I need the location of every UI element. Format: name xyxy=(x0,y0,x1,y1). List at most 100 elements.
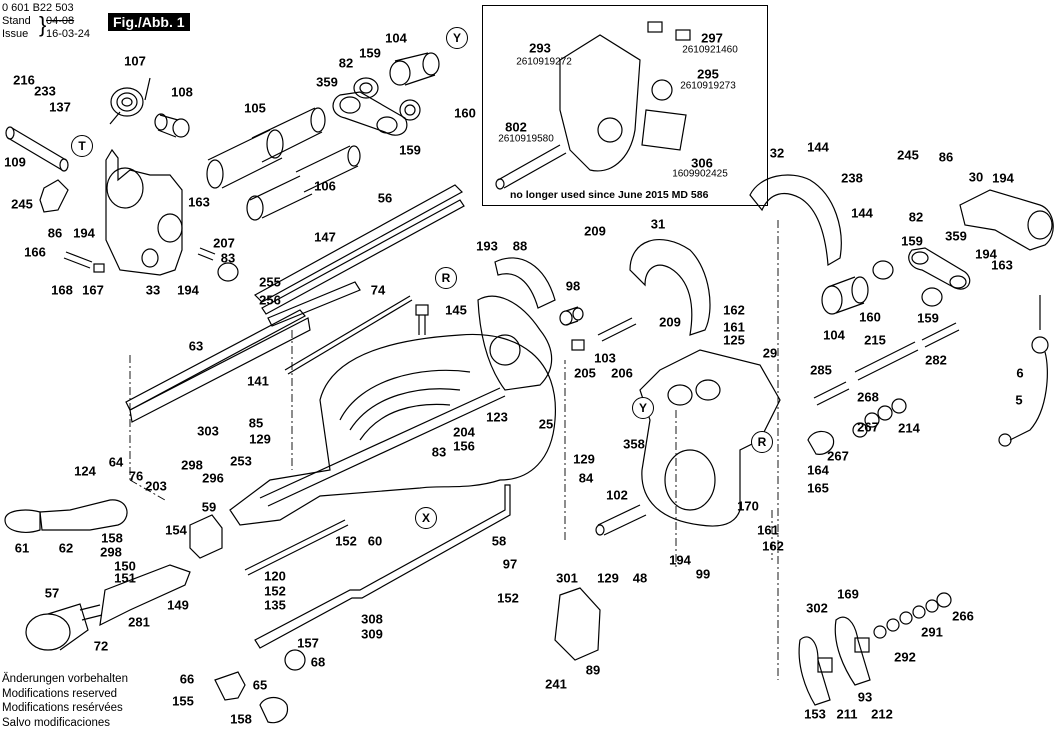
inset-ref: 295 xyxy=(697,68,719,81)
part-label: 165 xyxy=(807,482,829,495)
part-label: 253 xyxy=(230,455,252,468)
part-label: 245 xyxy=(897,149,919,162)
notice-line-es: Salvo modificaciones xyxy=(2,716,128,730)
part-label: 103 xyxy=(594,352,616,365)
part-bladeguard-cover xyxy=(478,296,552,390)
part-bolt-145 xyxy=(416,305,428,335)
part-label: 216 xyxy=(13,74,35,87)
part-label: 308 xyxy=(361,613,383,626)
part-label: 83 xyxy=(432,446,446,459)
part-label: 214 xyxy=(898,422,920,435)
part-label: 267 xyxy=(827,450,849,463)
part-label: 5 xyxy=(1015,394,1022,407)
modification-notice: Änderungen vorbehalten Modifications res… xyxy=(2,672,128,730)
part-label: 215 xyxy=(864,334,886,347)
part-label: 282 xyxy=(925,354,947,367)
part-label: 281 xyxy=(128,616,150,629)
part-label: 158 xyxy=(230,713,252,726)
part-label: 129 xyxy=(573,453,595,466)
part-guard-88 xyxy=(495,258,555,308)
part-label: 162 xyxy=(762,540,784,553)
part-label: 123 xyxy=(486,411,508,424)
part-knob-57 xyxy=(26,604,102,650)
part-label: 74 xyxy=(371,284,385,297)
inset-part-number: 2610919272 xyxy=(516,57,572,68)
figure-label: Fig./Abb. 1 xyxy=(108,13,190,31)
ref-marker-y: Y xyxy=(446,27,468,49)
part-label: 82 xyxy=(909,211,923,224)
part-label: 107 xyxy=(124,55,146,68)
part-label: 33 xyxy=(146,284,160,297)
part-spring-167 xyxy=(94,264,104,272)
part-label: 291 xyxy=(921,626,943,639)
ref-marker-r: R xyxy=(751,431,773,453)
part-label: 206 xyxy=(611,367,633,380)
inset-ref: 293 xyxy=(529,42,551,55)
part-label: 155 xyxy=(172,695,194,708)
part-bushing-98 xyxy=(560,307,583,325)
part-sleeve-104-left xyxy=(390,53,439,85)
part-label: 106 xyxy=(314,180,336,193)
part-knob-65 xyxy=(260,698,287,723)
part-rod-135 xyxy=(245,520,348,575)
part-label: 104 xyxy=(823,329,845,342)
part-label: 129 xyxy=(249,433,271,446)
part-label: 105 xyxy=(244,102,266,115)
part-label: 60 xyxy=(368,535,382,548)
part-label: 84 xyxy=(579,472,593,485)
part-label: 153 xyxy=(804,708,826,721)
part-label: 163 xyxy=(188,196,210,209)
part-label: 66 xyxy=(180,673,194,686)
part-bracket-66 xyxy=(215,672,245,700)
part-label: 157 xyxy=(297,637,319,650)
part-label: 359 xyxy=(945,230,967,243)
part-label: 211 xyxy=(837,708,858,721)
part-label: 31 xyxy=(651,218,665,231)
part-label: 194 xyxy=(73,227,95,240)
part-washer-159-bottom xyxy=(400,100,420,120)
part-label: 159 xyxy=(901,235,923,248)
part-label: 120 xyxy=(264,570,286,583)
part-label: 124 xyxy=(74,465,96,478)
part-label: 170 xyxy=(737,500,759,513)
part-rails-105-106 xyxy=(207,108,360,220)
part-label: 137 xyxy=(49,101,71,114)
part-label: 32 xyxy=(770,147,784,160)
stand-label: Stand xyxy=(2,15,31,28)
part-label: 151 xyxy=(114,572,136,585)
part-label: 61 xyxy=(15,542,29,555)
part-label: 266 xyxy=(952,610,974,623)
part-plate-82-left xyxy=(333,92,407,135)
inset-part-number: 2610921460 xyxy=(682,45,738,56)
part-knob-68 xyxy=(285,650,305,670)
part-clamp-59 xyxy=(190,515,222,558)
part-label: 97 xyxy=(503,558,517,571)
inset-ref: 297 xyxy=(701,32,723,45)
part-label: 159 xyxy=(399,144,421,157)
part-label: 152 xyxy=(335,535,357,548)
part-clip-86 xyxy=(40,180,68,212)
part-label: 125 xyxy=(723,334,745,347)
part-threaded-shaft-102 xyxy=(596,505,646,535)
part-label: 302 xyxy=(806,602,828,615)
part-label: 212 xyxy=(871,708,893,721)
part-label: 29 xyxy=(763,347,777,360)
part-label: 159 xyxy=(917,312,939,325)
part-rod-285 xyxy=(814,382,849,405)
part-label: 303 xyxy=(197,425,219,438)
part-label: 241 xyxy=(545,678,567,691)
part-label: 194 xyxy=(992,172,1014,185)
part-label: 164 xyxy=(807,464,829,477)
notice-line-de: Änderungen vorbehalten xyxy=(2,672,128,687)
part-label: 204 xyxy=(453,426,475,439)
part-label: 194 xyxy=(177,284,199,297)
part-label: 89 xyxy=(586,664,600,677)
inset-part-number: 2610919580 xyxy=(498,134,554,145)
part-label: 86 xyxy=(939,151,953,164)
inset-ref: 802 xyxy=(505,121,527,134)
part-rail-63 xyxy=(126,310,310,422)
part-bracket-33 xyxy=(106,150,182,275)
part-label: 256 xyxy=(259,294,281,307)
part-label: 168 xyxy=(51,284,73,297)
part-handle-62 xyxy=(40,500,127,530)
